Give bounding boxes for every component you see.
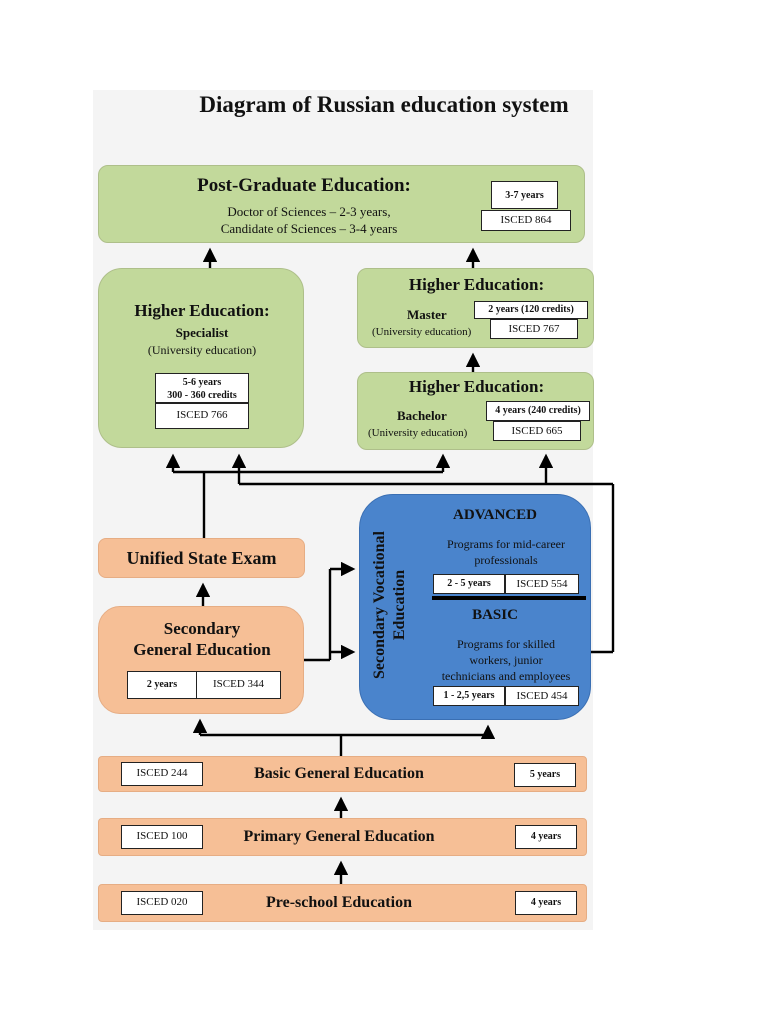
preschool-isced: ISCED 020 (121, 891, 203, 915)
basic-isced: ISCED 454 (505, 686, 579, 706)
postgrad-box: Post-Graduate Education: Doctor of Scien… (98, 165, 585, 243)
advanced-desc2: professionals (474, 553, 538, 567)
basic-general-label: Basic General Education (254, 765, 424, 782)
master-years: 2 years (120 credits) (474, 301, 588, 319)
master-box: Higher Education: Master (University edu… (357, 268, 594, 348)
specialist-credits: 300 - 360 credits (167, 390, 237, 401)
specialist-heading: Higher Education: (134, 301, 270, 320)
primary-general-isced: ISCED 100 (121, 825, 203, 849)
master-name: Master (407, 307, 447, 322)
postgrad-heading: Post-Graduate Education: (197, 175, 411, 196)
basic-title: BASIC (472, 607, 518, 623)
bachelor-name: Bachelor (397, 408, 447, 423)
secondary-general-years: 2 years (127, 671, 197, 699)
specialist-note: (University education) (147, 343, 257, 357)
basic-desc2: workers, junior (469, 653, 543, 667)
advanced-isced: ISCED 554 (505, 574, 579, 594)
diagram-title: Diagram of Russian education system (199, 92, 569, 117)
secondary-general-line2: General Education (133, 640, 271, 659)
primary-general-label: Primary General Education (243, 828, 435, 845)
primary-general-box: ISCED 100 Primary General Education 4 ye… (98, 818, 587, 856)
master-isced: ISCED 767 (490, 319, 578, 339)
bachelor-box: Higher Education: Bachelor (University e… (357, 372, 594, 450)
advanced-years: 2 - 5 years (433, 574, 505, 594)
basic-general-isced: ISCED 244 (121, 762, 203, 786)
specialist-years-box: 5-6 years 300 - 360 credits (155, 373, 249, 403)
preschool-years: 4 years (515, 891, 577, 915)
bachelor-isced: ISCED 665 (493, 421, 581, 441)
vocational-side-line2: Education (391, 569, 408, 641)
basic-years: 1 - 2,5 years (433, 686, 505, 706)
postgrad-line2: Candidate of Sciences – 3-4 years (220, 221, 398, 236)
postgrad-line1: Doctor of Sciences – 2-3 years, (227, 204, 391, 219)
bachelor-heading: Higher Education: (408, 377, 545, 396)
master-heading: Higher Education: (408, 275, 545, 294)
specialist-years: 5-6 years (182, 377, 222, 388)
specialist-name: Specialist (175, 325, 229, 340)
secondary-general-box: Secondary General Education 2 years ISCE… (98, 606, 304, 714)
bachelor-note: (University education) (368, 427, 468, 439)
secondary-general-isced: ISCED 344 (196, 671, 281, 699)
bachelor-years: 4 years (240 credits) (486, 401, 590, 421)
advanced-desc1: Programs for mid-career (447, 537, 565, 551)
advanced-title: ADVANCED (453, 507, 537, 523)
vocational-side-line1: Secondary Vocational (371, 531, 388, 680)
specialist-box: Higher Education: Specialist (University… (98, 268, 304, 448)
basic-desc3: technicians and employees (441, 669, 571, 683)
master-note: (University education) (372, 326, 472, 338)
vocational-box: Secondary Vocational Education ADVANCED … (359, 494, 591, 720)
vocational-side-label: Secondary Vocational Education (370, 505, 410, 705)
secondary-general-line1: Secondary (163, 619, 241, 638)
basic-general-years: 5 years (514, 763, 576, 787)
vocational-divider (432, 596, 586, 600)
primary-general-years: 4 years (515, 825, 577, 849)
preschool-box: ISCED 020 Pre-school Education 4 years (98, 884, 587, 922)
specialist-isced: ISCED 766 (155, 403, 249, 429)
basic-general-box: ISCED 244 Basic General Education 5 year… (98, 756, 587, 792)
postgrad-isced: ISCED 864 (481, 210, 571, 231)
postgrad-years: 3-7 years (491, 181, 558, 209)
basic-desc1: Programs for skilled (457, 637, 555, 651)
unified-state-exam-box: Unified State Exam (98, 538, 305, 578)
preschool-label: Pre-school Education (266, 894, 412, 911)
